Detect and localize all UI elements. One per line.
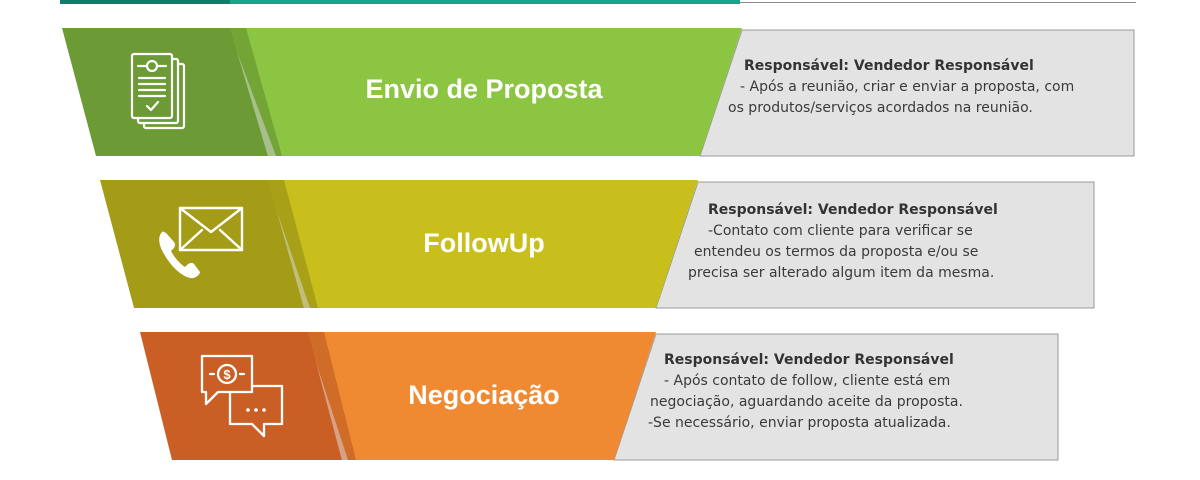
stage-2-desc-line: entendeu os termos da proposta e/ou se bbox=[694, 244, 979, 260]
stage-3-desc-line: -Se necessário, enviar proposta atualiza… bbox=[648, 415, 951, 431]
stage-2-desc-panel bbox=[655, 181, 1095, 309]
stage-1-title: Envio de Proposta bbox=[365, 74, 603, 104]
stage-2-desc-line: -Contato com cliente para verificar se bbox=[708, 223, 973, 239]
top-accent-bar bbox=[60, 0, 740, 4]
stage-3-title: Negociação bbox=[408, 380, 560, 410]
svg-text:$: $ bbox=[223, 367, 231, 382]
stage-1-desc-line: - Após a reunião, criar e enviar a propo… bbox=[740, 79, 1075, 95]
stage-3-desc-line: negociação, aguardando aceite da propost… bbox=[650, 394, 963, 410]
stage-2-responsible: Responsável: Vendedor Responsável bbox=[708, 202, 998, 218]
document-checklist-icon bbox=[130, 52, 186, 130]
stage-3-icon-band bbox=[140, 332, 342, 460]
chat-money-icon: $ bbox=[200, 354, 284, 438]
phone-envelope-icon bbox=[159, 206, 244, 279]
top-divider-line bbox=[740, 2, 1136, 3]
stage-3-main-band bbox=[306, 332, 656, 460]
stage-3-desc-line: - Após contato de follow, cliente está e… bbox=[664, 373, 951, 389]
stage-3-desc-panel bbox=[613, 333, 1059, 461]
stage-1-desc-panel bbox=[699, 29, 1135, 157]
stage-1-desc-line: os produtos/serviços acordados na reuniã… bbox=[728, 100, 1033, 116]
top-accent-bar-dark bbox=[60, 0, 230, 4]
stage-3-description: Responsável: Vendedor Responsável - Após… bbox=[648, 350, 963, 434]
stage-2-icon-band bbox=[100, 180, 304, 308]
stage-2-shadow bbox=[268, 180, 318, 308]
stage-2-main-band bbox=[266, 180, 698, 308]
stage-2-title: FollowUp bbox=[423, 228, 545, 258]
stage-1-responsible: Responsável: Vendedor Responsável bbox=[744, 58, 1034, 74]
stage-3-responsible: Responsável: Vendedor Responsável bbox=[664, 352, 954, 368]
stage-3-shadow bbox=[308, 332, 356, 460]
stage-1-main-band bbox=[228, 28, 742, 156]
stage-1-shadow bbox=[230, 28, 282, 156]
stage-2-description: Responsável: Vendedor Responsável -Conta… bbox=[688, 200, 998, 284]
stage-2-desc-line: precisa ser alterado algum item da mesma… bbox=[688, 265, 995, 281]
stage-1-description: Responsável: Vendedor Responsável - Após… bbox=[728, 56, 1075, 119]
